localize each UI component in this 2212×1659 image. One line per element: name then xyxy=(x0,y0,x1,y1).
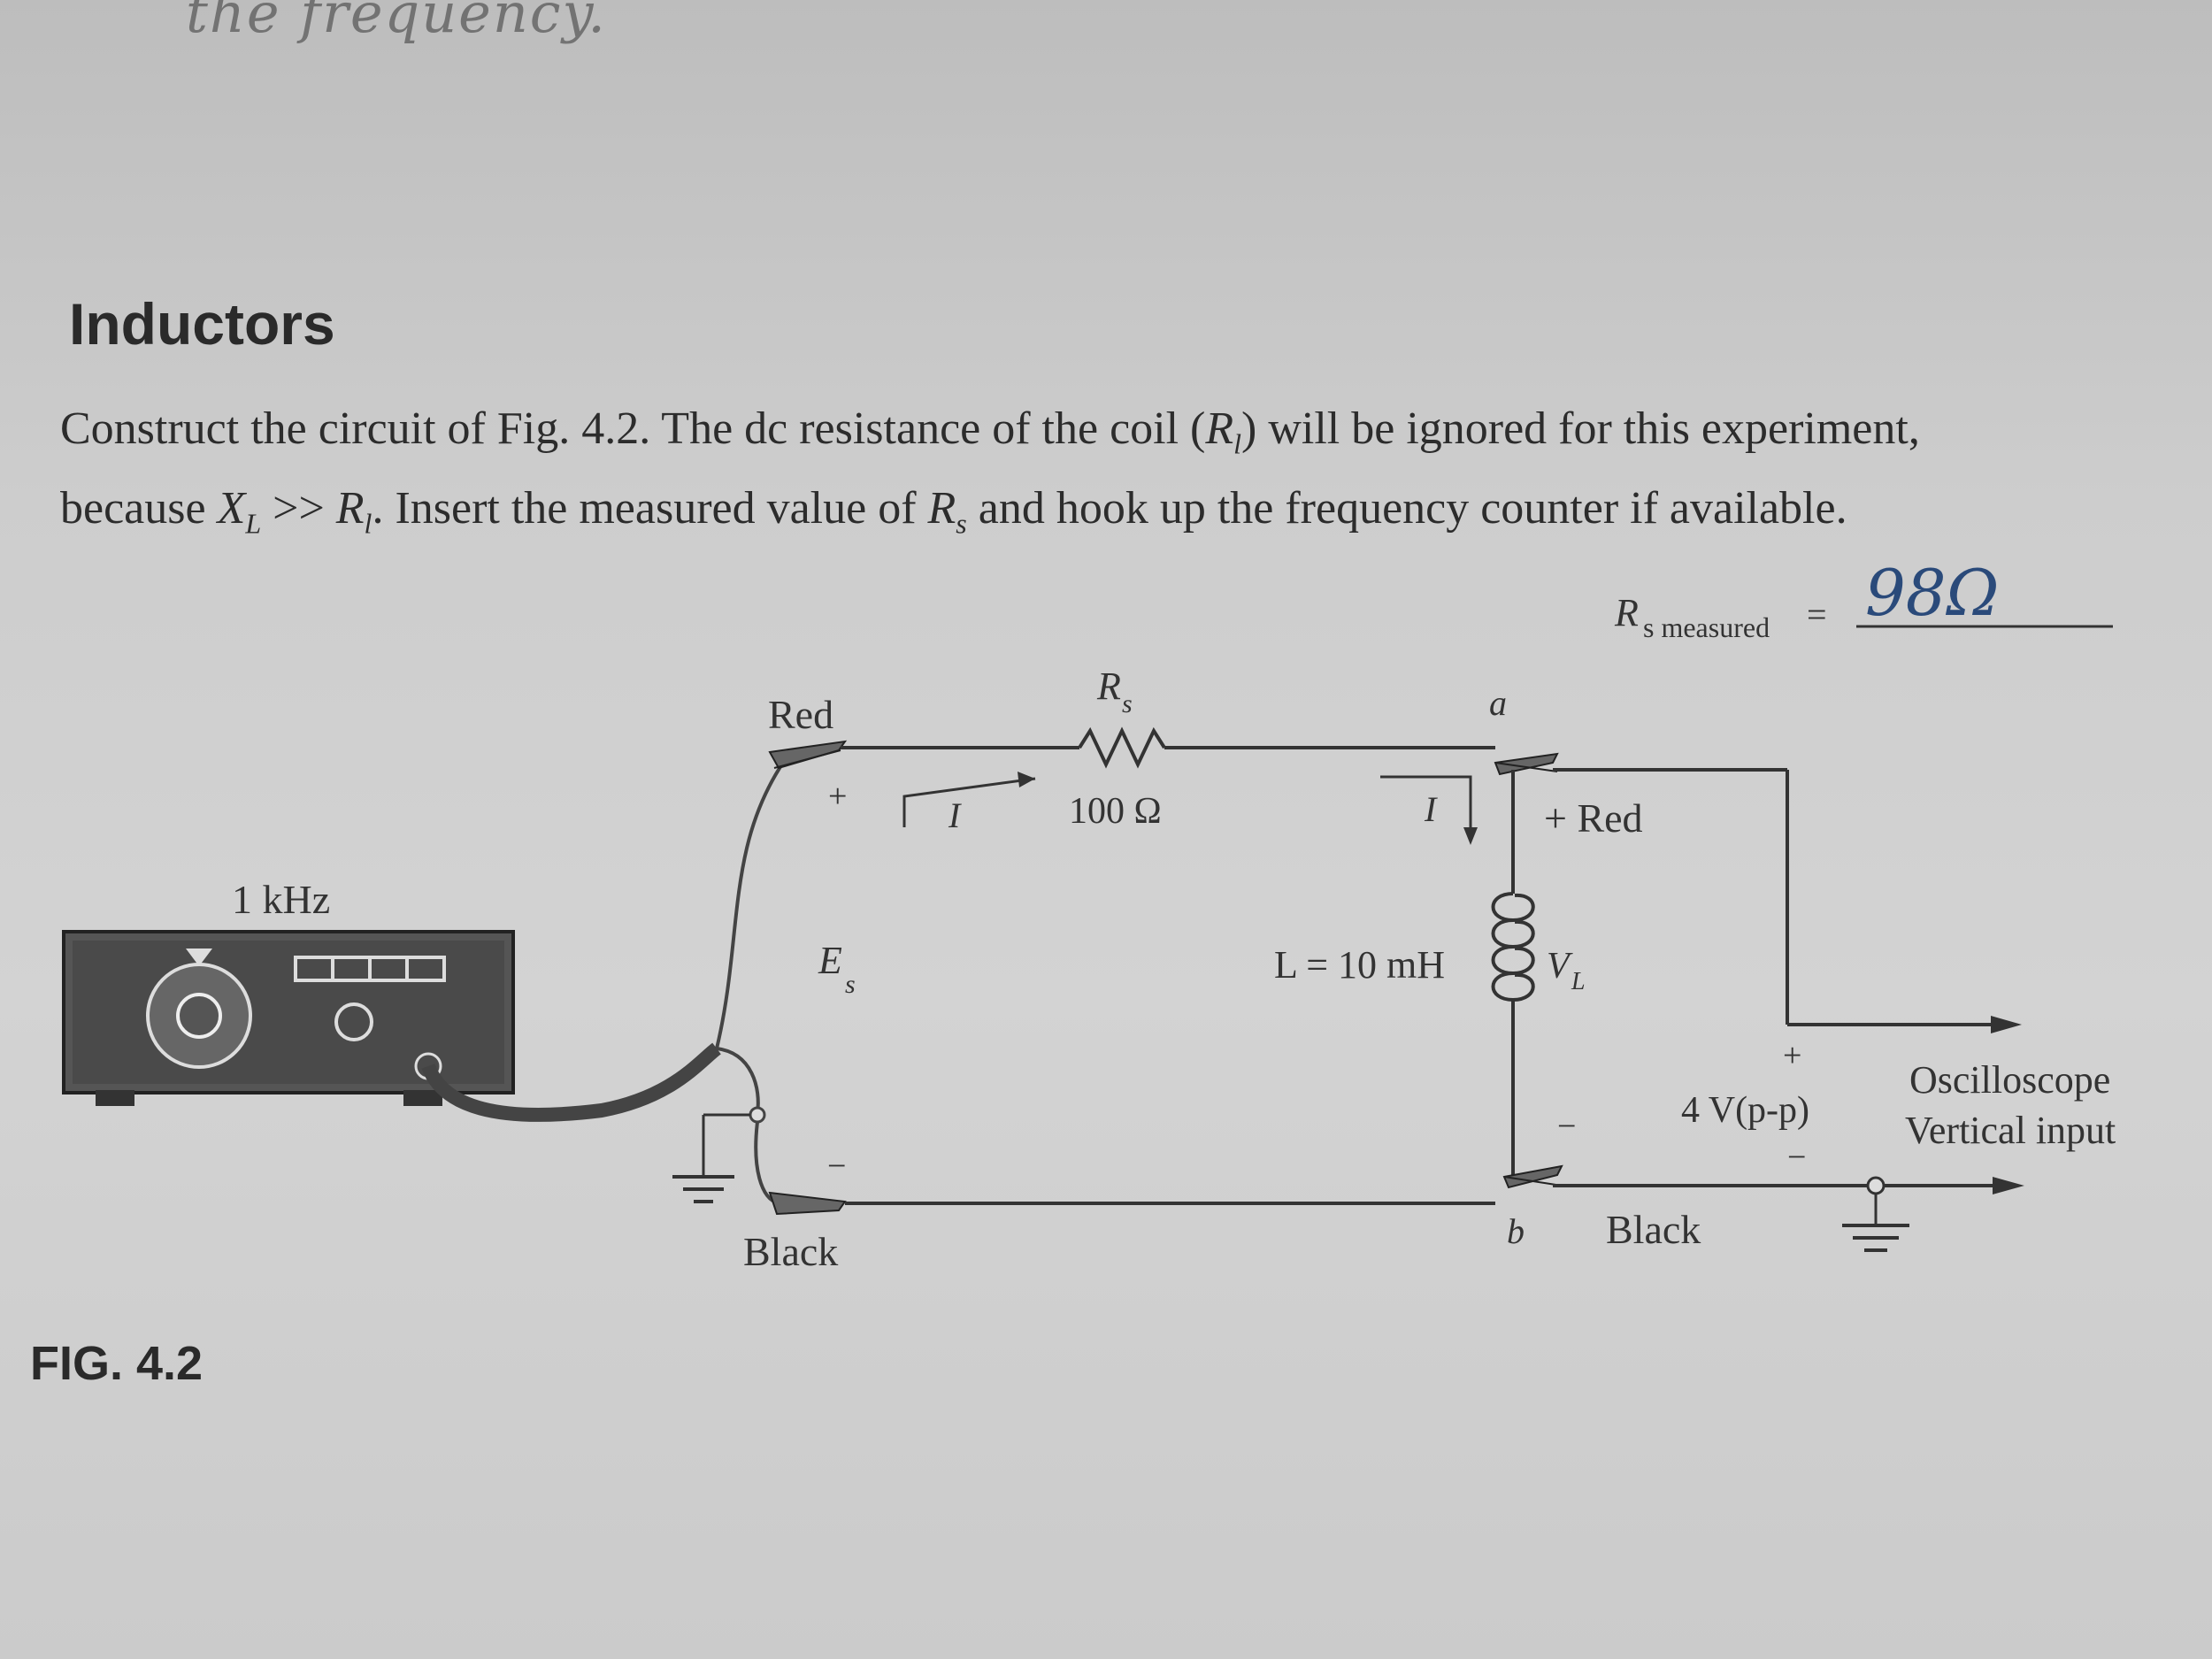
resistor-icon xyxy=(1078,726,1166,769)
scope-ground-arrow-icon xyxy=(1993,1177,2024,1194)
range-switch-icon xyxy=(294,956,446,982)
para-symbol: X xyxy=(217,483,246,534)
black-lead-wire xyxy=(716,1047,760,1114)
function-generator xyxy=(62,930,515,1106)
scope-plus-sign: + xyxy=(1783,1037,1801,1074)
current-label-top: I xyxy=(948,795,962,835)
para-subscript: l xyxy=(1233,427,1242,460)
source-voltage-symbol: E xyxy=(818,939,842,982)
node-a-label: a xyxy=(1489,683,1507,723)
generator-black-lead-label: Black xyxy=(743,1229,838,1274)
generator-red-lead-label: Red xyxy=(768,692,833,737)
para-text: . Insert the measured value of xyxy=(372,483,928,534)
scope-black-lead-label: Black xyxy=(1606,1207,1701,1252)
rs-measured-subscript: s measured xyxy=(1643,611,1770,643)
node-b-label: b xyxy=(1507,1211,1525,1251)
inductor-minus-sign: − xyxy=(1557,1108,1576,1145)
inductor-voltage-symbol: V xyxy=(1547,946,1573,987)
red-alligator-clip-icon xyxy=(768,740,848,770)
rs-measured-symbol: R xyxy=(1614,591,1639,634)
resistor-value: 100 Ω xyxy=(1069,791,1162,832)
rs-measured-handwritten-value: 98Ω xyxy=(1865,556,1999,630)
scope-red-lead-label: + Red xyxy=(1544,795,1643,841)
black-alligator-clip-icon xyxy=(768,1191,847,1216)
rs-measured-equals: = xyxy=(1807,595,1827,634)
scope-black-clip-icon xyxy=(1502,1164,1563,1189)
section-heading: Inductors xyxy=(69,291,335,357)
para-text: Construct the circuit of Fig. 4.2. The d… xyxy=(60,403,1206,454)
para-symbol: R xyxy=(335,483,365,534)
ground-icon xyxy=(672,1113,750,1203)
inductor-voltage-subscript: L xyxy=(1571,968,1586,995)
para-subscript: s xyxy=(956,507,967,540)
scope-red-clip-icon xyxy=(1494,752,1559,776)
para-subscript: l xyxy=(364,507,373,540)
amplitude-knob-icon xyxy=(334,1002,373,1041)
source-minus-sign: − xyxy=(827,1148,846,1185)
scope-minus-sign: − xyxy=(1787,1139,1806,1176)
scope-ground-icon xyxy=(1842,1194,1909,1252)
handwritten-note: the frequency. xyxy=(186,0,607,45)
resistor-symbol: R xyxy=(1096,664,1121,708)
source-plus-sign: + xyxy=(828,778,847,815)
current-arrow-down-icon xyxy=(1380,775,1478,845)
para-symbol: R xyxy=(927,483,956,534)
current-arrow-icon xyxy=(902,772,1036,827)
generator-frequency-label: 1 kHz xyxy=(232,877,330,922)
vertical-input-label: Vertical input xyxy=(1905,1109,2116,1152)
para-subscript: L xyxy=(245,507,262,540)
figure-label: FIG. 4.2 xyxy=(30,1337,204,1390)
instruction-paragraph: Construct the circuit of Fig. 4.2. The d… xyxy=(60,396,2148,557)
para-text: >> xyxy=(261,483,336,534)
para-symbol: R xyxy=(1205,403,1234,454)
scope-voltage-label: 4 V(p-p) xyxy=(1681,1090,1809,1131)
source-voltage-subscript: s xyxy=(845,970,856,999)
resistor-subscript: s xyxy=(1122,689,1133,718)
para-text: because xyxy=(60,483,218,534)
generator-cable xyxy=(421,1042,721,1122)
current-label-right: I xyxy=(1424,789,1438,829)
para-text: and hook up the frequency counter if ava… xyxy=(966,483,1847,534)
inductor-coil-icon xyxy=(1491,892,1535,1002)
red-lead-wire xyxy=(715,761,785,1049)
oscilloscope-label: Oscilloscope xyxy=(1909,1058,2110,1102)
scope-input-arrow-icon xyxy=(1991,1016,2022,1033)
inductor-value-label: L = 10 mH xyxy=(1274,943,1445,987)
para-text: ) will be ignored for this experiment, xyxy=(1241,403,1920,454)
